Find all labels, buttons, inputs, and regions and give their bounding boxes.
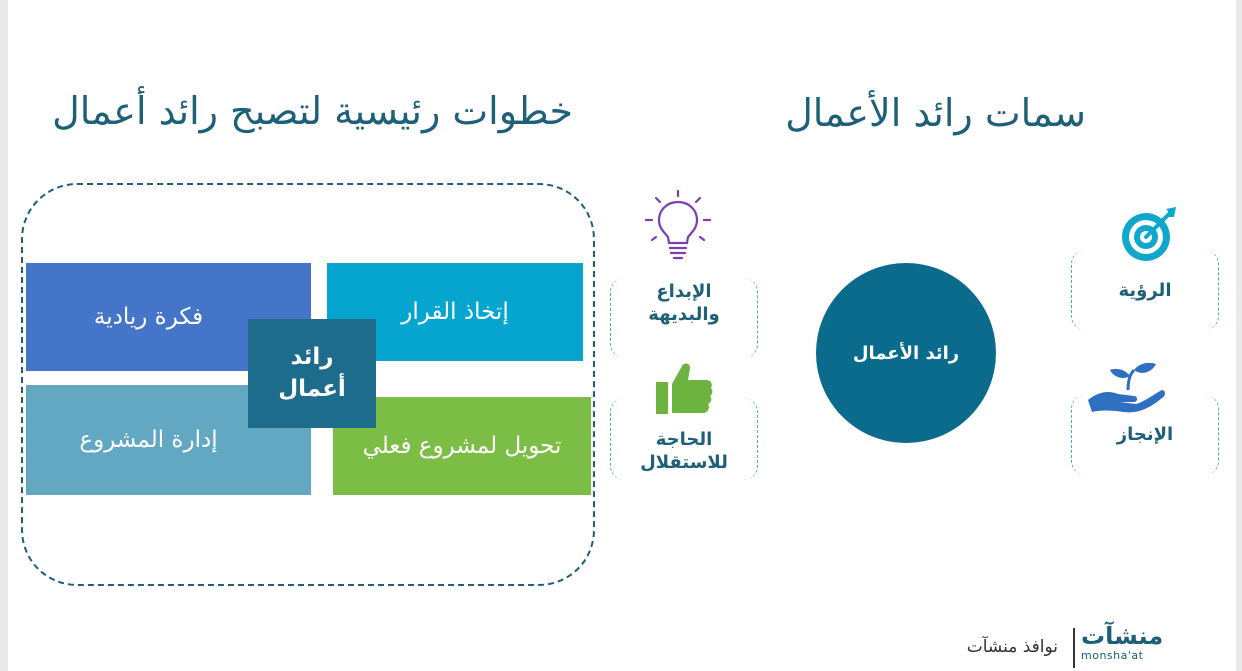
trait-creativity-label: الإبداع والبديهة	[648, 281, 720, 326]
traits-title: سمات رائد الأعمال	[785, 91, 1086, 135]
hand-plant-icon	[1088, 362, 1165, 413]
step-center-entrepreneur: رائد أعمال	[248, 319, 376, 428]
footer-text: نوافذ منشآت	[966, 637, 1058, 657]
trait-vision-label: الرؤية	[1118, 280, 1172, 301]
trait-independence	[610, 398, 758, 480]
step-decision: إتخاذ القرار	[327, 263, 583, 361]
center-line-2: أعمال	[278, 375, 346, 402]
trait-achievement-label: الإنجاز	[1116, 424, 1174, 445]
trait-vision	[1071, 250, 1219, 330]
footer-separator	[1073, 628, 1075, 668]
logo-english: monsha'at	[1081, 649, 1144, 662]
thumbs-up-icon	[656, 363, 713, 414]
trait-independence-label: الحاجة للاستقلال	[640, 429, 728, 474]
entrepreneur-circle: رائد الأعمال	[816, 263, 996, 443]
center-line-1: رائد	[290, 344, 334, 371]
step-conversion: تحويل لمشروع فعلي	[333, 397, 591, 495]
steps-title: خطوات رئيسية لتصبح رائد أعمال	[52, 89, 573, 133]
logo-arabic: منشآت	[1081, 622, 1164, 650]
slide: خطوات رئيسية لتصبح رائد أعمال سمات رائد …	[8, 0, 1236, 671]
trait-achievement	[1071, 395, 1219, 475]
steps-frame	[21, 183, 595, 586]
trait-creativity	[610, 278, 758, 358]
target-icon	[1122, 207, 1176, 261]
lightbulb-icon	[644, 189, 712, 260]
